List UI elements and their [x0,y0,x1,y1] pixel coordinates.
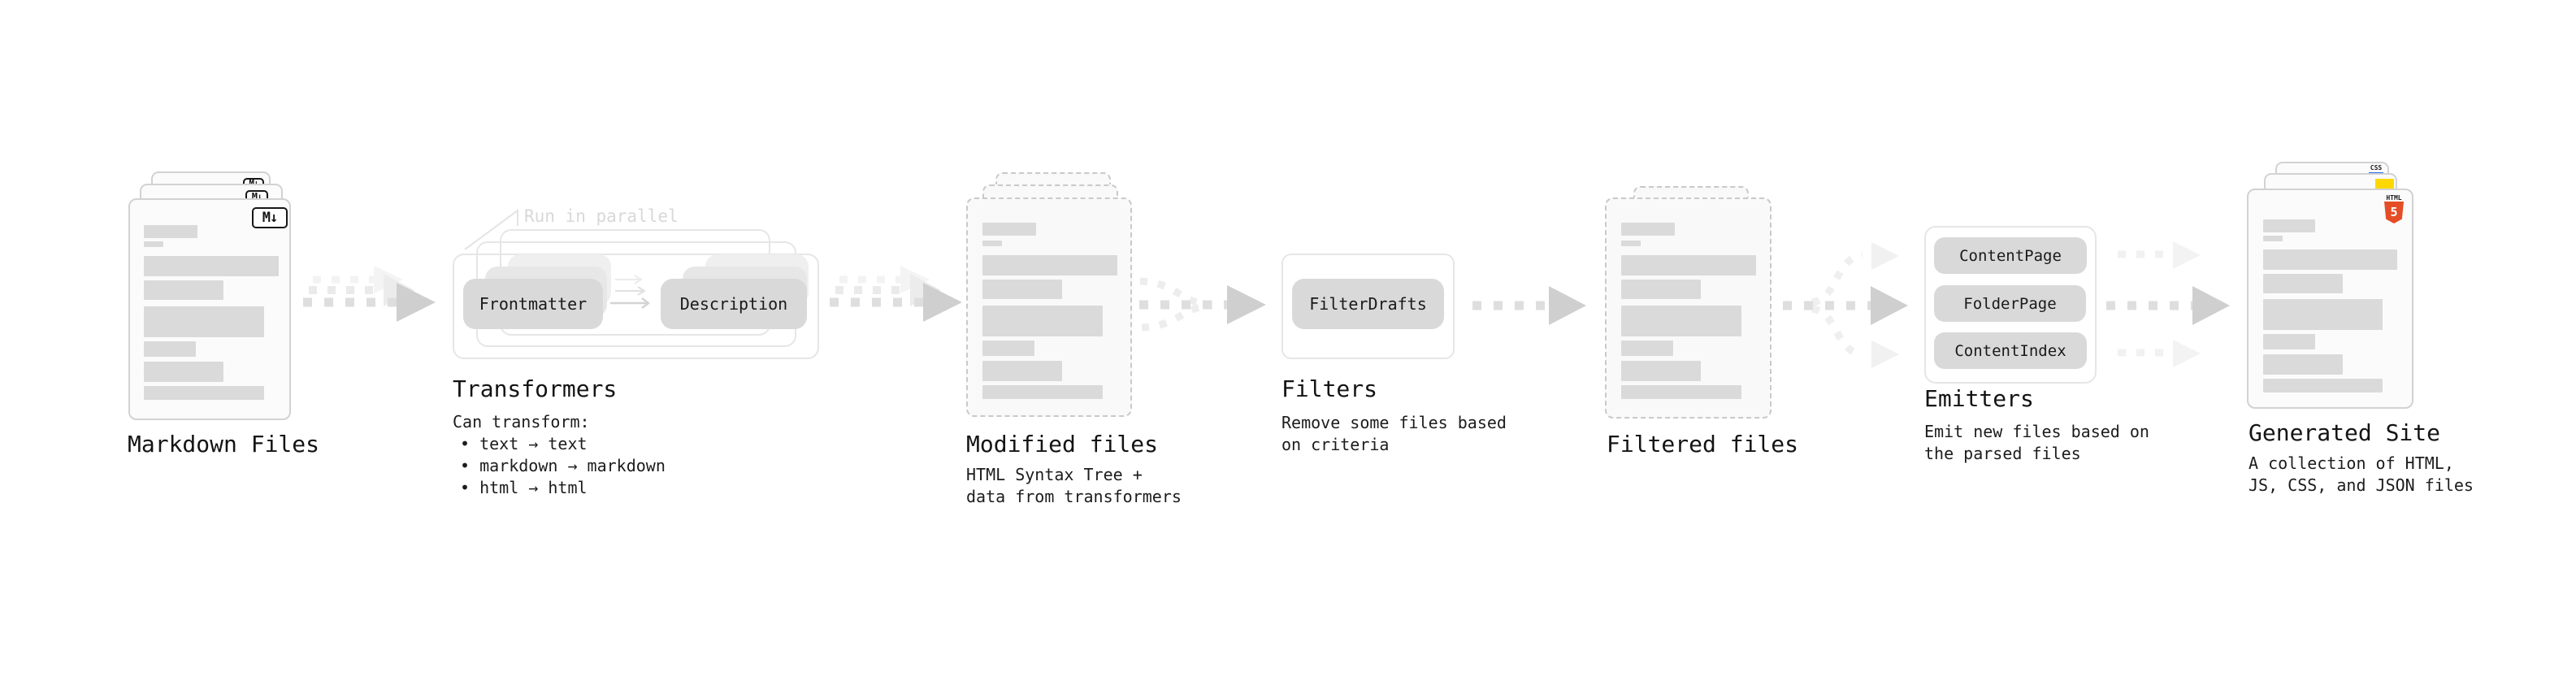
transformers-bullets: • text → text • markdown → markdown • ht… [460,433,666,499]
filtered-files-title: Filtered files [1607,431,1799,458]
arrow-markdown-to-transformers-icon [303,266,436,322]
placeholder-bar [144,362,223,382]
emitter-pill-contentindex: ContentIndex [1934,332,2087,369]
markdown-file-card-front: M↓ [128,198,291,420]
emitters-title: Emitters [1924,385,2034,412]
bullet-item: • text → text [460,434,588,453]
placeholder-bar [982,385,1103,399]
emitter-pill-contentpage: ContentPage [1934,237,2087,274]
placeholder-bar [144,225,197,238]
transformer-pill-frontmatter: Frontmatter [463,279,603,329]
filters-desc: Remove some files based on criteria [1281,413,1507,454]
placeholder-bar [144,256,279,276]
emitters-box [1924,226,2097,384]
js-badge [2375,179,2394,189]
placeholder-bar [982,306,1103,336]
arrow-filtered-to-emitters-icon [1783,242,1908,368]
placeholder-bar [1621,280,1701,299]
arrow-modified-to-filters-icon [1139,277,1266,332]
transformers-title: Transformers [453,375,618,402]
modified-files-title: Modified files [966,431,1159,458]
placeholder-bar [2263,219,2315,232]
arrow-transformers-to-modified-icon [830,266,962,322]
css-badge-label: CSS [2370,164,2383,171]
html5-badge-label: HTML [2386,194,2402,202]
filters-box [1281,254,1455,359]
bullet-item: • html → html [460,478,588,497]
generated-site-desc: A collection of HTML, JS, CSS, and JSON … [2249,453,2474,495]
transformers-desc-heading: Can transform: [453,412,590,432]
html5-shield-icon: 5 [2384,202,2404,223]
transformer-pill-description: Description [661,279,807,329]
placeholder-bar [1621,241,1641,246]
filtered-file-card-front [1605,197,1772,419]
placeholder-bar [1621,306,1741,336]
filter-pill-filterdrafts: FilterDrafts [1292,279,1444,329]
run-in-parallel-note: Run in parallel [524,206,679,226]
placeholder-bar [144,386,264,400]
arrow-filters-to-filtered-icon [1472,286,1586,325]
placeholder-bar [2263,236,2283,241]
modified-files-desc: HTML Syntax Tree + data from transformer… [966,465,1182,506]
placeholder-bar [2263,334,2315,349]
markdown-icon: M↓ [252,207,288,228]
placeholder-bar [982,280,1062,299]
html5-badge: HTML 5 [2383,194,2405,223]
placeholder-bar [144,280,223,300]
bullet-item: • markdown → markdown [460,456,666,475]
placeholder-bar [982,361,1062,381]
placeholder-bar [144,341,196,357]
placeholder-bar [982,255,1117,275]
placeholder-bar [2263,354,2343,375]
placeholder-bar [1621,385,1741,399]
placeholder-bar [1621,255,1756,275]
placeholder-bar [2263,274,2343,293]
placeholder-bar [1621,361,1701,381]
run-in-parallel-leader-line [464,209,518,250]
transformer-box-front [453,254,819,359]
placeholder-bar [1621,223,1675,236]
placeholder-bar [982,241,1002,246]
arrow-emitters-to-generated-icon [2106,241,2230,367]
generated-file-card-front: HTML 5 [2247,189,2413,409]
placeholder-bar [144,306,264,337]
emitter-pill-folderpage: FolderPage [1934,285,2086,322]
generated-site-title: Generated Site [2249,419,2441,446]
placeholder-bar [144,241,163,247]
filters-title: Filters [1281,375,1378,402]
html5-badge-number: 5 [2390,205,2398,219]
transformer-parallel-arrows-icon [610,275,650,309]
placeholder-bar [982,223,1036,236]
emitters-desc: Emit new files based on the parsed files [1924,422,2149,463]
markdown-files-title: Markdown Files [128,431,320,458]
placeholder-bar [2263,249,2397,270]
placeholder-bar [2263,299,2383,330]
modified-file-card-front [966,197,1132,417]
placeholder-bar [1621,340,1673,356]
placeholder-bar [982,340,1034,356]
placeholder-bar [2263,379,2383,393]
